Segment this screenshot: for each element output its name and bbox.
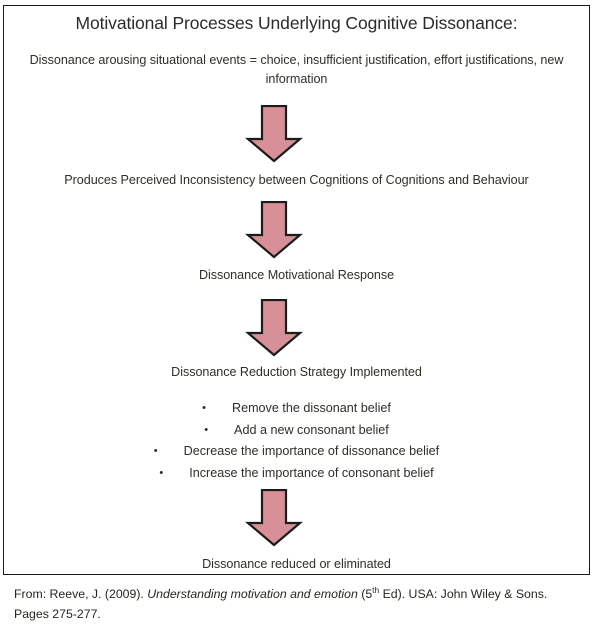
flow-step-motivational-response: Dissonance Motivational Response [198, 268, 395, 282]
citation-edition-ordinal: th [372, 584, 380, 595]
flow-step-outcome: Dissonance reduced or eliminated [202, 557, 391, 571]
citation-work-title: Understanding motivation and emotion [147, 587, 358, 601]
flow-step-inconsistency: Produces Perceived Inconsistency between… [64, 173, 529, 187]
list-item-label: Decrease the importance of dissonance be… [183, 444, 440, 458]
list-item: • Decrease the importance of dissonance b… [4, 441, 589, 463]
list-item-label: Increase the importance of consonant bel… [189, 465, 434, 480]
bullet-icon: • [202, 402, 206, 414]
bullet-icon: • [159, 466, 164, 479]
citation-prefix: From: Reeve, J. (2009). [14, 587, 148, 601]
reduction-strategy-list: • Remove the dissonant belief • Add a new … [4, 398, 589, 484]
citation-edition-prefix: (5 [357, 587, 373, 601]
citation-edition-suffix: Ed). USA: John Wiley & Sons. [379, 587, 548, 601]
flow-step-reduction-strategy: Dissonance Reduction Strategy Implemente… [171, 365, 422, 379]
citation-pages: Pages 275-277. [14, 606, 101, 621]
down-arrow-icon-3 [244, 299, 304, 357]
bullet-icon: • [153, 445, 158, 457]
list-item: • Remove the dissonant belief [4, 398, 589, 420]
page-title: Motivational Processes Underlying Cognit… [75, 13, 518, 33]
down-arrow-icon-2 [244, 201, 304, 259]
list-item-label: Add a new consonant belief [234, 422, 389, 437]
down-arrow-icon-4 [244, 489, 304, 547]
down-arrow-icon-1 [244, 105, 304, 163]
flow-step-antecedents: Dissonance arousing situational events =… [29, 53, 564, 86]
list-item-label: Remove the dissonant belief [231, 401, 391, 415]
source-citation: From: Reeve, J. (2009). Understanding mo… [14, 585, 580, 624]
bullet-icon: • [204, 423, 209, 436]
list-item: • Increase the importance of consonant be… [4, 463, 589, 485]
diagram-container: Motivational Processes Underlying Cognit… [3, 5, 590, 575]
list-item: • Add a new consonant belief [4, 420, 589, 442]
